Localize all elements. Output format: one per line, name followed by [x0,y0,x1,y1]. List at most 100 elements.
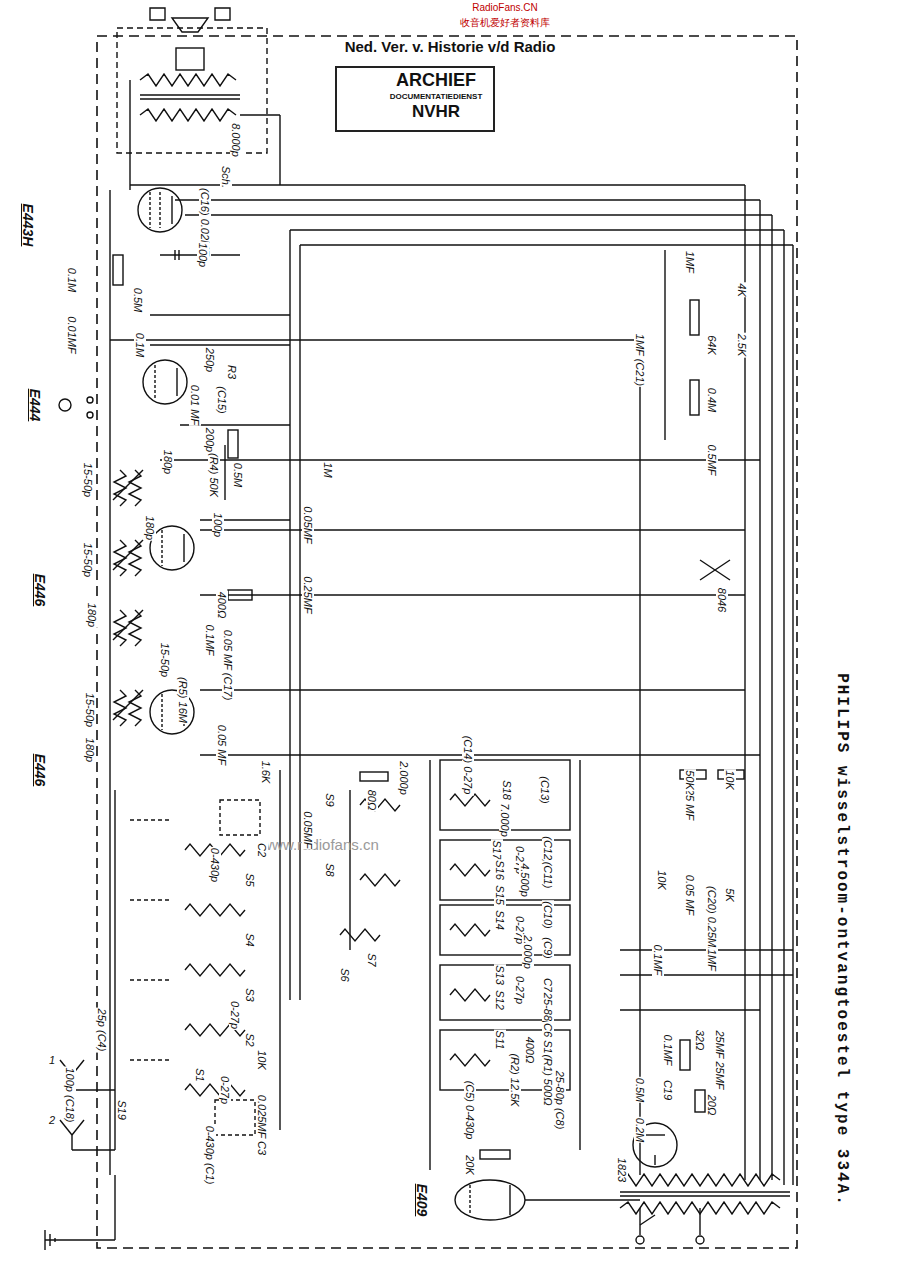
component-value: 20K [464,1154,476,1176]
component-value: 2.5K [736,333,748,358]
component-value: (R2) 12.5K [509,1052,521,1107]
tube-type: E444 [29,388,41,423]
component-value: 20Ω [706,1094,718,1117]
component-value: 15-50p [84,692,96,728]
component-value: 0.4M [706,387,718,413]
component-value: 180p [84,737,96,763]
component-value: 7.000p [499,802,511,838]
component-value: 2 [48,1114,56,1126]
component-value: (C15) [216,385,228,415]
archive-heading: Ned. Ver. v. Historie v/d Radio [345,38,556,55]
component-value: 0.5M [232,462,244,488]
component-value: 10K [256,1049,268,1071]
component-value: 0.05 MF [216,724,228,766]
component-value: 400Ω [524,1036,536,1065]
component-value: S11 [494,1030,506,1051]
component-value: S7 [366,952,378,967]
component-value: 0-27p [219,1075,231,1105]
component-value: S16 [494,859,506,881]
component-value: 0.025MF C3 [256,1094,268,1156]
component-value: 10K [656,869,668,891]
component-value: (C13) [539,775,551,805]
component-value: S14 [494,909,506,931]
component-value: 0.05 MF (C17) [222,629,234,702]
component-value: 25MF 25MF [714,1029,726,1090]
watermark: www.radiofans.cn [260,839,380,851]
component-value: 0.05MF [302,810,314,849]
component-value: R3 [226,364,238,380]
component-value: 4.500p [519,862,531,898]
component-value: 0.05 MF [684,874,696,916]
component-value: (C10) [542,900,554,930]
component-value: 0.1M [66,267,78,293]
component-value: S2 [244,1032,256,1047]
component-value: 25-80p (C8) [554,1070,566,1131]
component-value: (R1) 500Ω [542,1053,554,1106]
component-value: 0.05MF [302,505,314,544]
watermark: RadioFans.CN [471,2,539,14]
component-value: C19 [662,1079,674,1101]
component-value: S1 [194,1067,206,1082]
component-value: S8 [324,862,336,877]
component-value: 15-50p [159,642,171,678]
component-value: Sch. [220,165,232,189]
archive-stamp: ARCHIEFDOCUMENTATIEDIENSTNVHR [335,66,495,132]
component-value: (C5) 0-430p [464,1080,476,1141]
component-value: S15 [494,884,506,906]
component-value: 50K [684,769,696,791]
component-value: S5 [244,872,256,887]
component-value: S4 [244,932,256,947]
component-value: 100p [212,512,224,538]
component-value: C2 [256,842,268,858]
component-value: C6 [542,1022,554,1038]
component-value: 1.6K [260,760,272,785]
component-value: S13 [494,964,506,986]
component-value: 1823 [616,1157,628,1183]
component-value: 2.000p [398,760,410,796]
component-value: 2.000p [522,934,534,970]
component-value: C7 [542,977,554,993]
tube-type: E409 [416,1183,428,1218]
stamp-text: NVHR [383,102,489,122]
component-value: 0.1MF [204,623,216,656]
stamp-text: DOCUMENTATIEDIENST [383,91,489,102]
component-value: 0.01 MF [189,384,201,426]
component-value: 180p [144,515,156,541]
component-value: 100p (C18) [64,1066,76,1123]
component-value: (C14) 0-27p [462,735,474,796]
component-value: 0.1M [134,332,146,358]
component-value: 0-430p [209,847,221,883]
component-value: 100p [197,242,209,268]
component-value: 10K [724,769,736,791]
component-value: 0.1MF [662,1033,674,1066]
component-value: 0.01MF [66,315,78,354]
component-value: 25p (C4) [96,1008,108,1053]
component-value: 4K [736,282,748,297]
component-value: 0.5M [132,287,144,313]
component-value: 1MF (C21) [634,333,646,387]
component-value: 0-27p [514,975,526,1005]
component-value: S19 [116,1099,128,1121]
component-value: 15-50p [82,542,94,578]
component-value: 1MF [706,948,718,972]
tube-type: E443H [22,203,34,248]
watermark: 收音机爱好者资料库 [459,17,551,29]
component-value: 15-50p [82,462,94,498]
component-value: 200p [204,427,216,453]
tube-type: E446 [34,753,46,788]
component-value: 0.5M [634,1077,646,1103]
component-value: 5K [724,887,736,902]
component-value: 0.2M [634,1117,646,1143]
component-value: 0.25MF [302,575,314,614]
component-value: 64K [706,334,718,356]
component-value: (C9) [542,936,554,959]
component-value: S18 [501,779,513,801]
component-value: 0-27p [229,1000,241,1030]
component-value: 1 [48,1054,56,1066]
component-value: 80Ω [366,789,378,812]
component-value: S9 [324,792,336,807]
stamp-text: ARCHIEF [383,70,489,91]
component-value: 8.000p [230,122,242,158]
